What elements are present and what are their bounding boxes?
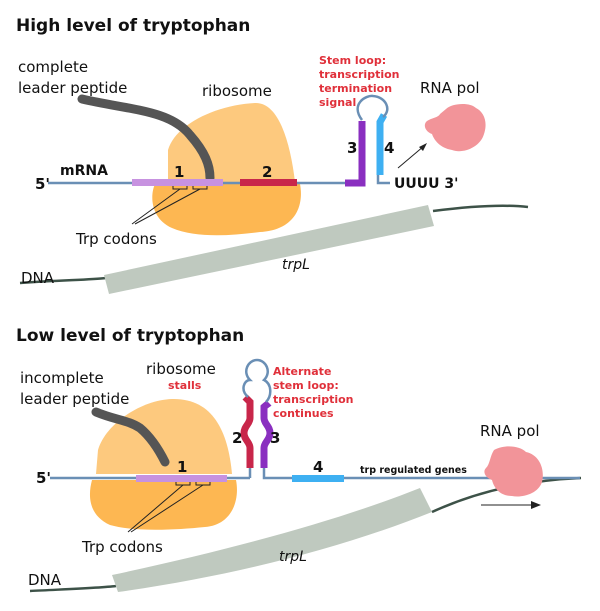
stem-loop-label-line2: transcription [319,68,400,81]
transcription-arrow-head [531,501,541,509]
dna-strand-left [29,584,117,593]
panel-high-tryptophan: High level of tryptophan DNA trpL riboso… [16,16,529,294]
gene-label: trpL [279,549,307,565]
trp-codons-label: Trp codons [81,538,163,556]
segment-2-stem [240,394,254,468]
ribosome-label: ribosome [202,82,272,100]
rna-pol-label: RNA pol [480,422,540,440]
segment-1 [136,475,227,482]
panel-low-tryptophan: Low level of tryptophan DNA trpL ribosom… [16,326,582,593]
segment-3-label: 3 [347,139,357,157]
segment-2 [240,179,297,186]
ribosome [152,102,301,236]
segment-1 [132,179,223,186]
ribosome-small-subunit [152,184,301,236]
segment-3-stem [345,121,366,187]
gene-label: trpL [282,257,310,273]
five-prime-label: 5' [36,469,51,487]
peptide-label-line1: incomplete [20,369,104,387]
rna-polymerase-transcribing [484,446,543,497]
release-arrow-head [419,143,427,151]
segment-1-label: 1 [174,163,184,181]
alt-stem-label-line4: continues [273,407,334,420]
segment-4-stem [376,113,388,175]
alt-stem-label-line3: transcription [273,393,354,406]
rna-polymerase-released [424,103,486,152]
alt-stem-label-line2: stem loop: [273,379,339,392]
segment-2-label: 2 [232,429,242,447]
mrna-3prime-tail [376,175,390,185]
trp-codons-label: Trp codons [75,230,157,248]
dna-label: DNA [21,269,55,287]
ribosome-stalls-label: stalls [168,379,202,392]
leader-peptide [77,94,215,183]
ribosome [89,398,237,530]
terminator-loop [356,94,389,121]
trpL-gene-bar [104,205,434,294]
codon-pointer-lines [131,188,201,225]
alt-stem-label-line1: Alternate [273,365,331,378]
five-prime-label: 5' [35,175,50,193]
stem-loop-label-line3: termination [319,82,392,95]
peptide-label-line2: leader peptide [20,390,129,408]
trp-regulated-genes-label: trp regulated genes [360,465,467,476]
release-arrow-line [397,145,425,169]
incomplete-leader-peptide [91,407,170,467]
segment-1-label: 1 [177,458,187,476]
segment-3-label: 3 [270,429,280,447]
codon-pointer-lines [127,484,204,533]
segment-3-stem [260,400,274,468]
ribosome-large-subunit [168,102,295,182]
mrna-label: mRNA [60,163,108,179]
segment-2-label: 2 [262,163,272,181]
trpL-gene-bar [112,488,432,592]
ribosome-small-subunit [89,480,237,530]
mrna-downstream [262,468,580,480]
stem-loop-label-line4: signal [319,96,356,109]
segment-4-label: 4 [313,458,323,476]
peptide-label-line1: complete [18,58,88,76]
dna-strand-left [19,276,107,285]
rna-pol-label: RNA pol [420,79,480,97]
ribosome-label: ribosome [146,360,216,378]
stem-loop-label-line1: Stem loop: [319,54,386,67]
antiterminator-loop [242,358,272,403]
dna-label: DNA [28,571,62,589]
panel-title-high: High level of tryptophan [16,16,250,36]
segment-4-label: 4 [384,139,394,157]
panel-title-low: Low level of tryptophan [16,326,244,346]
segment-4 [292,475,344,482]
dna-strand-right [432,204,529,213]
three-prime-end-label: UUUU 3' [394,176,458,192]
peptide-label-line2: leader peptide [18,79,127,97]
ribosome-large-subunit [96,398,232,474]
